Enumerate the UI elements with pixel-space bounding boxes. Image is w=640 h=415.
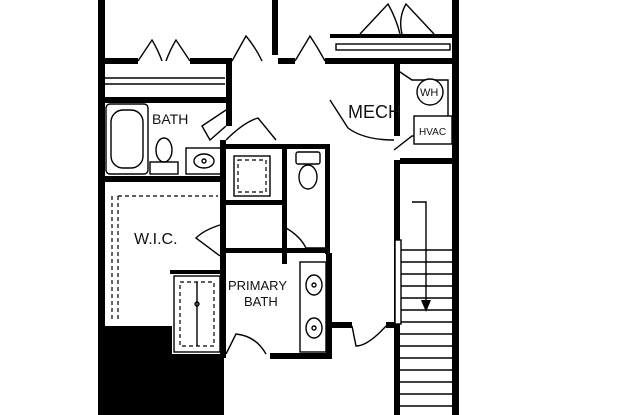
mech-label: MECH — [348, 102, 401, 122]
hvac-label: HVAC — [419, 127, 446, 138]
wic-room — [111, 195, 221, 322]
mech-equipment: WH HVAC — [393, 67, 453, 151]
toilet-room — [285, 151, 326, 249]
primary-bath-label-line2: BATH — [244, 294, 278, 309]
water-heater-icon — [416, 78, 444, 106]
linen-closet — [233, 155, 271, 197]
hvac-unit — [413, 115, 453, 145]
shower — [173, 275, 221, 353]
stair-arrow-head — [421, 300, 431, 312]
bath-room — [105, 103, 227, 175]
primary-bath-label-line1: PRIMARY — [228, 278, 287, 293]
wic-label: W.I.C. — [134, 231, 178, 248]
stairs — [394, 201, 452, 407]
hall-doors — [225, 99, 395, 141]
top-closet — [105, 34, 326, 85]
stair-handrail — [394, 239, 402, 325]
mech-closet — [335, 2, 451, 51]
primary-bath-room — [225, 261, 387, 355]
stair-direction-arrow — [412, 201, 427, 308]
bath-label: BATH — [152, 111, 188, 127]
shaded-area — [104, 326, 224, 415]
water-heater-label: WH — [420, 87, 438, 99]
